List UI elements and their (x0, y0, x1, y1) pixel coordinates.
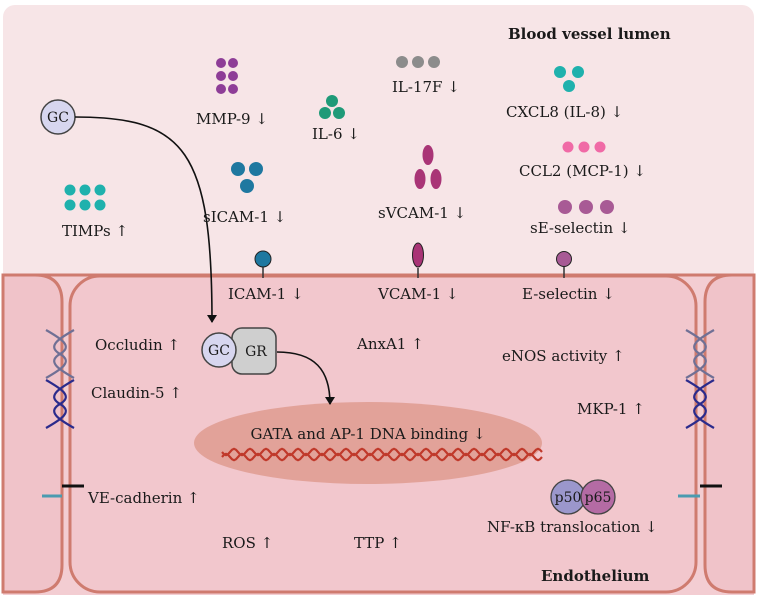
sicam1-icon (231, 162, 263, 193)
p65-label: p65 (585, 490, 612, 506)
occludin-junction-left (45, 329, 75, 379)
claudin-junction-left (45, 379, 75, 429)
gc-bound (201, 332, 237, 368)
dna-strand (221, 447, 543, 462)
nucleus-label: GATA and AP-1 DNA binding ↓ (250, 425, 485, 443)
claudin5-label: Claudin-5 ↑ (91, 384, 182, 402)
anxa1-label: AnxA1 ↑ (356, 335, 424, 353)
gc-bound-label: GC (208, 343, 230, 359)
il17f-icon (396, 56, 440, 68)
nucleus (194, 402, 542, 484)
seselectin-icon (558, 200, 614, 214)
cxcl8-icon (554, 66, 584, 92)
ros-label: ROS ↑ (222, 534, 273, 552)
gc-entry-arrow (74, 116, 217, 323)
mmp9-icon (216, 58, 238, 94)
il6-label: IL-6 ↓ (312, 125, 360, 143)
svcam1-icon (414, 145, 442, 189)
icam1-label: ICAM-1 ↓ (228, 285, 304, 303)
icam1-receptor-icon (254, 250, 272, 278)
eselectin-label: E-selectin ↓ (522, 285, 615, 303)
svcam1-label: sVCAM-1 ↓ (378, 204, 466, 222)
ve-cadherin-right (678, 484, 722, 498)
gc-ligand-label: GC (47, 110, 69, 126)
gr-nucleus-arrow (276, 351, 335, 405)
ve-cadherin-left (42, 484, 84, 498)
timps-label: TIMPs ↑ (62, 222, 128, 240)
lumen-title: Blood vessel lumen (508, 25, 671, 43)
occludin-junction-right (685, 329, 715, 379)
endothelium-title: Endothelium (541, 567, 650, 585)
eselectin-receptor-icon (556, 251, 572, 278)
mmp9-label: MMP-9 ↓ (196, 110, 268, 128)
right-cell (703, 273, 756, 594)
timps-icon (64, 184, 106, 211)
vcam1-receptor-icon (412, 242, 424, 278)
gr-label: GR (245, 344, 267, 360)
sicam1-label: sICAM-1 ↓ (203, 208, 286, 226)
cxcl8-label: CXCL8 (IL-8) ↓ (506, 103, 623, 121)
mkp1-label: MKP-1 ↑ (577, 400, 645, 418)
p65-subunit (580, 479, 616, 515)
occludin-label: Occludin ↑ (95, 336, 180, 354)
left-cell (1, 273, 64, 594)
ccl2-label: CCL2 (MCP-1) ↓ (519, 162, 646, 180)
claudin-junction-right (685, 379, 715, 429)
nfkb-label: NF-κB translocation ↓ (487, 518, 658, 536)
il17f-label: IL-17F ↓ (392, 78, 460, 96)
enos-label: eNOS activity ↑ (502, 347, 625, 365)
vcam1-label: VCAM-1 ↓ (377, 285, 458, 303)
ccl2-icon (562, 141, 606, 153)
il6-icon (319, 95, 345, 119)
vecadherin-label: VE-cadherin ↑ (87, 489, 200, 507)
seselectin-label: sE-selectin ↓ (530, 219, 630, 237)
p50-label: p50 (555, 490, 582, 506)
ttp-label: TTP ↑ (354, 534, 402, 552)
